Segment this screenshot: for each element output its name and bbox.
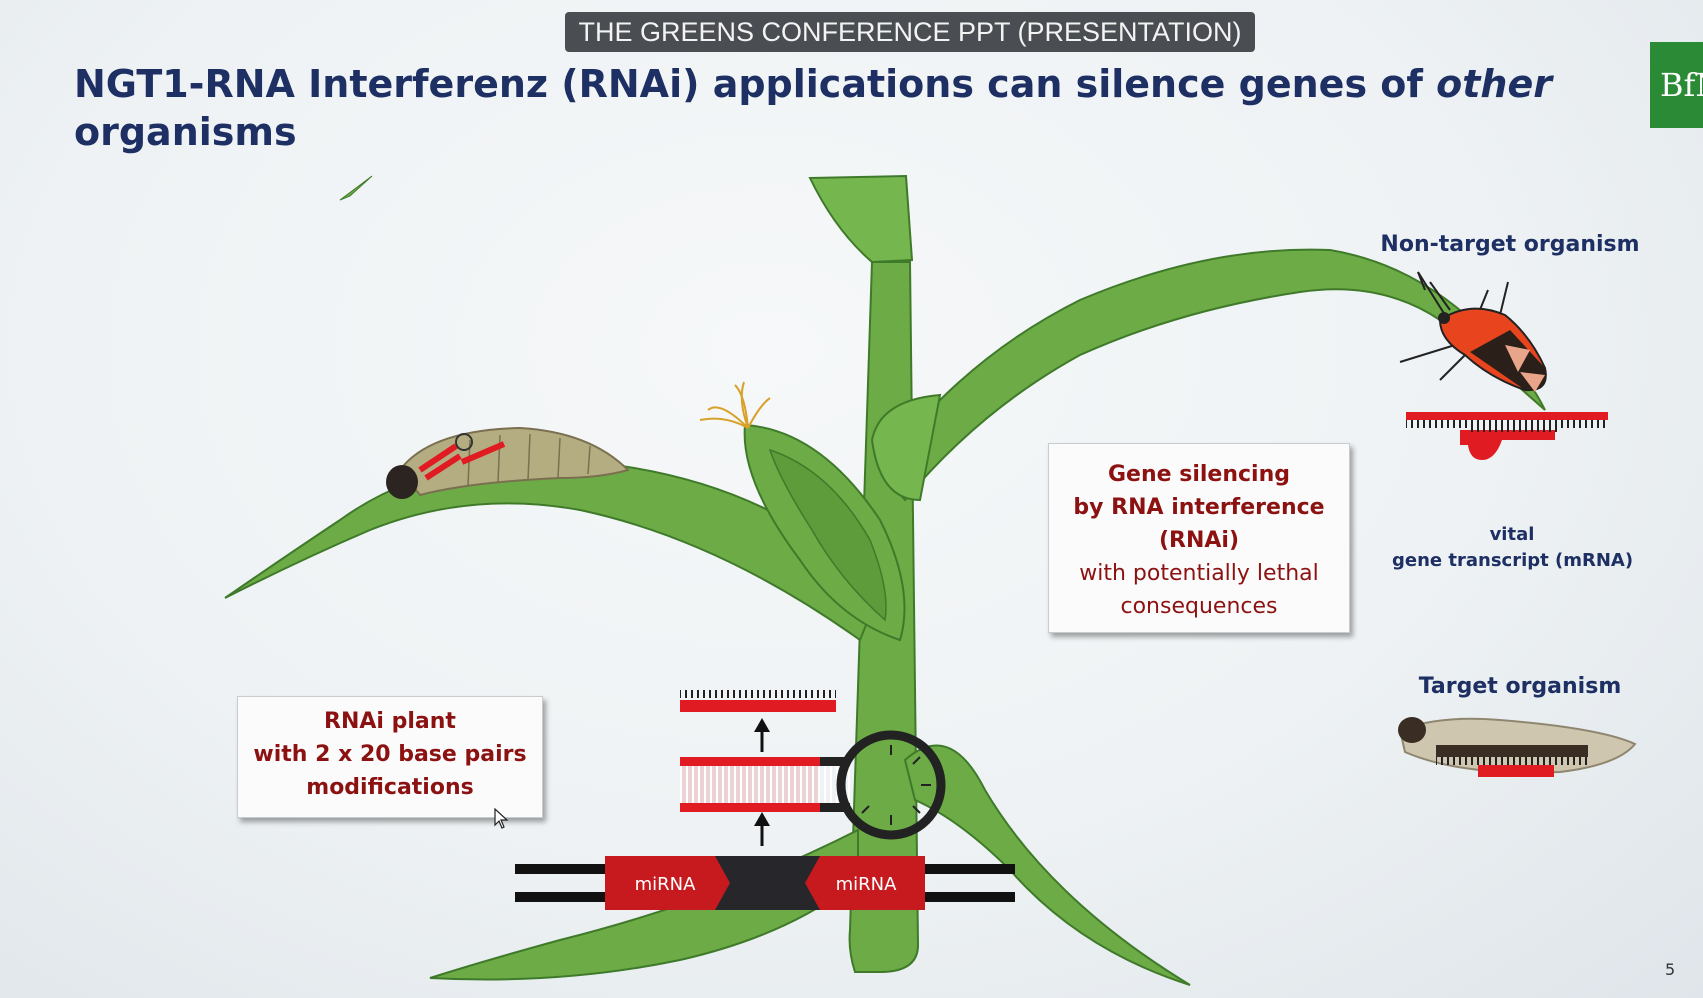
gene-silencing-line3: (RNAi) — [1158, 528, 1240, 553]
leaf-right — [878, 248, 1546, 502]
vital-line2: gene transcript (mRNA) — [1392, 550, 1634, 571]
non-target-mrna — [1406, 412, 1608, 460]
page-number: 5 — [1665, 960, 1676, 979]
sirna-strand — [680, 690, 836, 712]
corn-husk — [768, 448, 887, 622]
gene-silencing-line1: Gene silencing — [1108, 462, 1290, 487]
gene-silencing-line4: with potentially lethal — [1079, 561, 1319, 586]
mirna-label-left: miRNA — [635, 874, 697, 895]
title-emphasis: other — [1436, 62, 1552, 106]
arrow-up-upper — [754, 718, 770, 752]
mouse-cursor-icon — [494, 808, 509, 829]
leaf-lower-right — [903, 744, 1191, 986]
leaf-tip-top — [339, 175, 373, 201]
dna-strand: miRNA miRNA — [515, 856, 1015, 910]
mirna-block-left — [605, 856, 730, 910]
caterpillar-left — [386, 426, 630, 499]
gene-silencing-box: Gene silencing by RNA interference (RNAi… — [1048, 443, 1350, 633]
rnai-plant-line1: RNAi plant — [324, 709, 456, 734]
vital-mrna-label: vital gene transcript (mRNA) — [1392, 522, 1634, 574]
gene-silencing-line2: by RNA interference — [1073, 495, 1325, 520]
mirna-block-right — [805, 856, 925, 910]
bfn-logo: BfN — [1650, 42, 1703, 128]
title-text-part2: organisms — [74, 110, 297, 154]
leaf-right-sheath — [870, 393, 942, 502]
slide-title: NGT1-RNA Interferenz (RNAi) applications… — [74, 60, 1594, 156]
rnai-plant-box: RNAi plant with 2 x 20 base pairs modifi… — [237, 696, 543, 818]
title-text-part1: NGT1-RNA Interferenz (RNAi) applications… — [74, 62, 1437, 106]
mirna-label-right: miRNA — [836, 874, 898, 895]
hairpin-rna — [680, 730, 946, 840]
rnai-plant-line3: modifications — [306, 775, 474, 800]
presentation-banner: THE GREENS CONFERENCE PPT (PRESENTATION) — [565, 12, 1255, 52]
rnai-plant-line2: with 2 x 20 base pairs — [253, 742, 527, 767]
corn-silk — [699, 381, 771, 429]
arrow-up-lower — [754, 812, 770, 846]
stem-top — [808, 174, 914, 264]
target-caterpillar-icon — [1398, 717, 1637, 777]
non-target-bug-icon — [1399, 271, 1547, 392]
target-organism-label: Target organism — [1418, 674, 1622, 699]
vital-line1: vital — [1489, 524, 1535, 545]
non-target-organism-label: Non-target organism — [1380, 232, 1640, 257]
gene-silencing-line5: consequences — [1120, 594, 1278, 619]
